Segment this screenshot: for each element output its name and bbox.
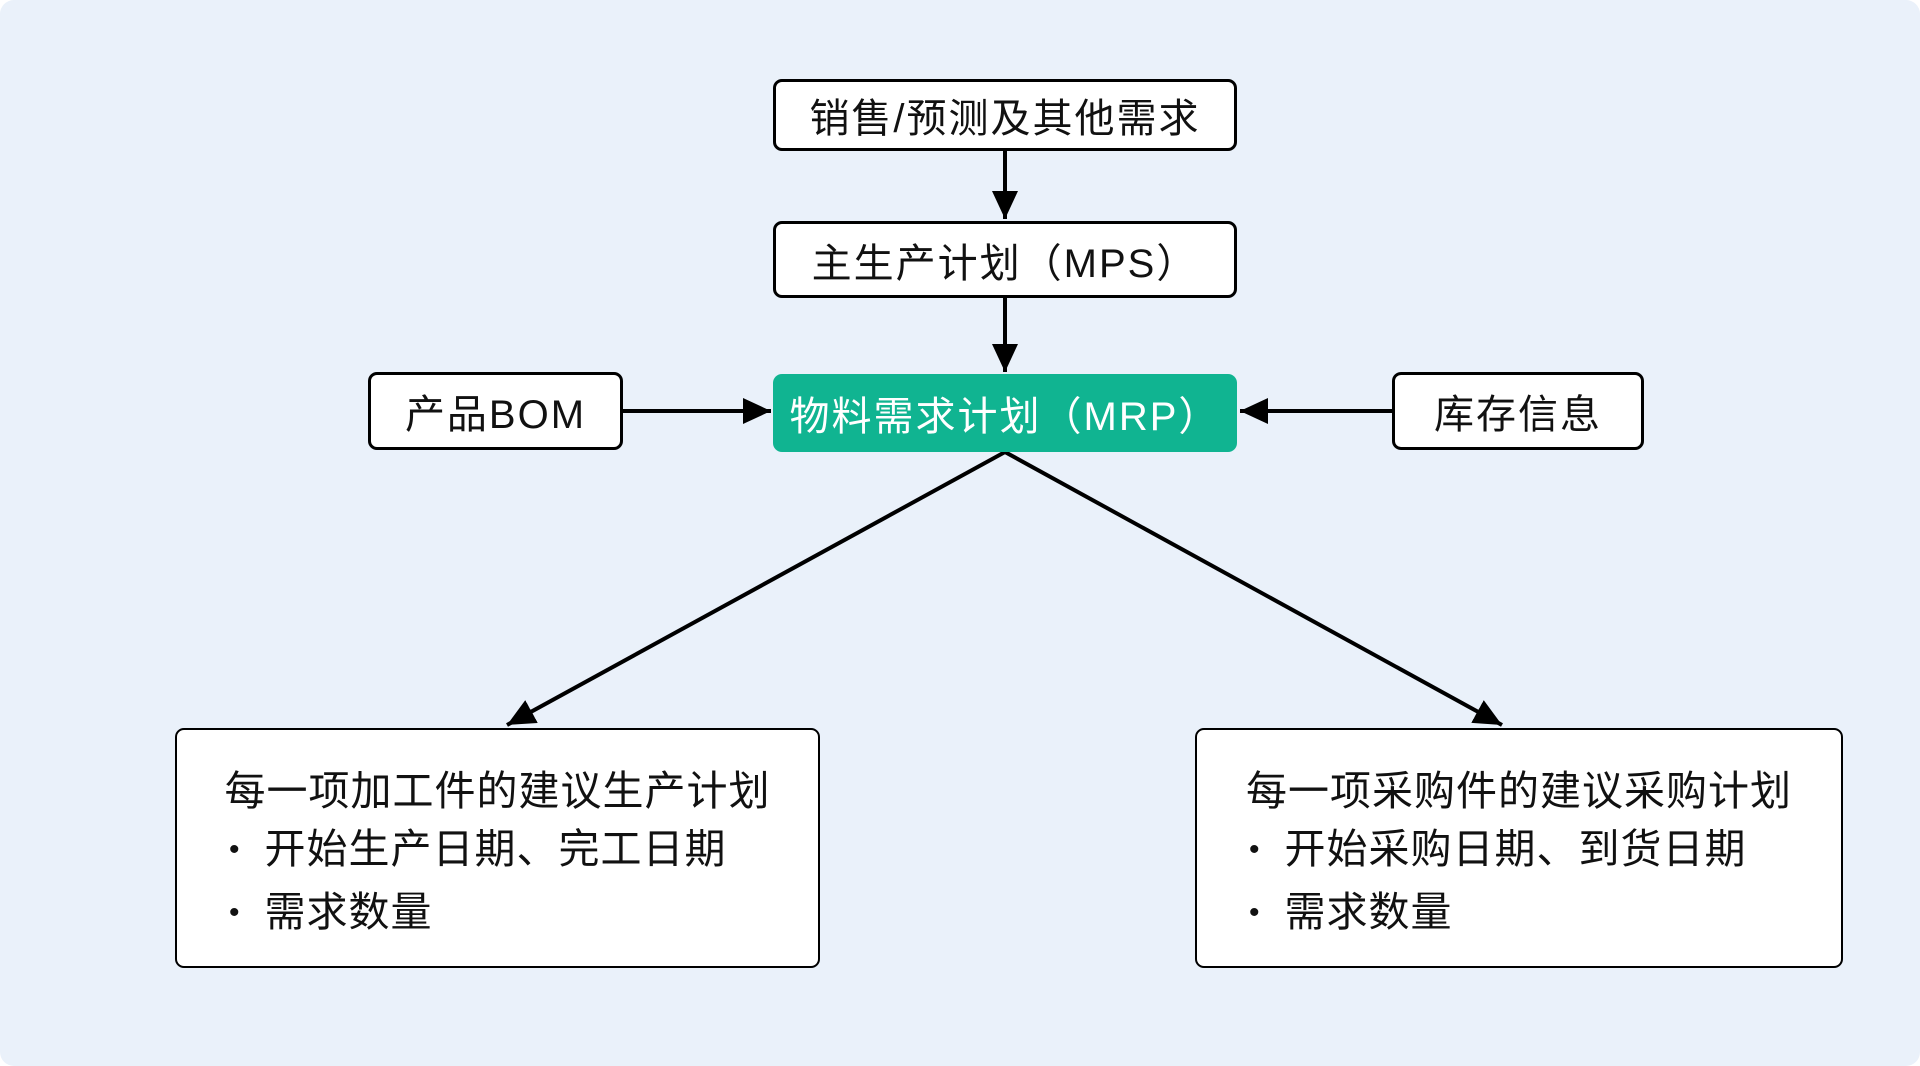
- node-sales-forecast-demand-label: 销售/预测及其他需求: [809, 97, 1201, 141]
- node-inventory-info-label: 库存信息: [1434, 393, 1602, 437]
- purchase-plan-bullet-quantity-text: 需求数量: [1284, 889, 1453, 935]
- production-plan-bullet-dates: • 开始生产日期、完工日期: [229, 820, 818, 883]
- bullet-icon: •: [229, 896, 241, 929]
- node-suggested-production-plan: 每一项加工件的建议生产计划 • 开始生产日期、完工日期 • 需求数量: [175, 728, 820, 968]
- bullet-icon: •: [1249, 833, 1261, 866]
- bullet-icon: •: [229, 833, 241, 866]
- node-material-requirements-planning-label: 物料需求计划（MRP）: [789, 395, 1221, 439]
- production-plan-title: 每一项加工件的建议生产计划: [224, 768, 771, 814]
- node-suggested-purchase-plan: 每一项采购件的建议采购计划 • 开始采购日期、到货日期 • 需求数量: [1195, 728, 1843, 968]
- node-material-requirements-planning: 物料需求计划（MRP）: [773, 374, 1237, 452]
- purchase-plan-bullet-dates: • 开始采购日期、到货日期: [1249, 820, 1841, 883]
- node-product-bom-label: 产品BOM: [404, 393, 587, 437]
- purchase-plan-bullet-dates-text: 开始采购日期、到货日期: [1284, 826, 1747, 872]
- node-master-production-schedule-label: 主生产计划（MPS）: [811, 241, 1199, 286]
- node-inventory-info: 库存信息: [1392, 372, 1644, 450]
- node-sales-forecast-demand: 销售/预测及其他需求: [773, 79, 1237, 151]
- production-plan-bullet-quantity: • 需求数量: [229, 883, 818, 946]
- production-plan-bullet-dates-text: 开始生产日期、完工日期: [264, 826, 727, 872]
- node-master-production-schedule: 主生产计划（MPS）: [773, 221, 1237, 298]
- node-product-bom: 产品BOM: [368, 372, 623, 450]
- bullet-icon: •: [1249, 896, 1261, 929]
- purchase-plan-bullet-quantity: • 需求数量: [1249, 883, 1841, 946]
- production-plan-bullet-quantity-text: 需求数量: [264, 889, 433, 935]
- purchase-plan-title: 每一项采购件的建议采购计划: [1246, 768, 1792, 814]
